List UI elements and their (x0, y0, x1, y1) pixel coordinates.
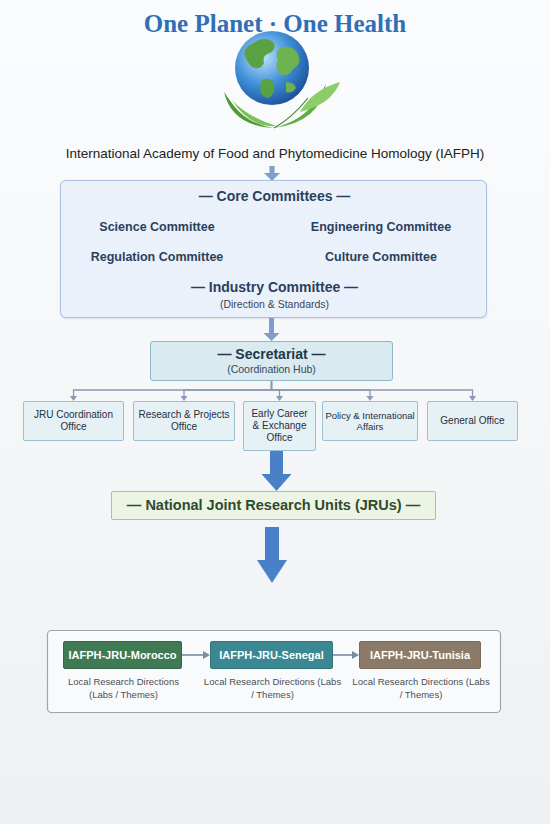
committee-name: Science Committee (61, 220, 253, 234)
unit-box: IAFPH-JRU-TunisiaLocal Research Directio… (359, 641, 481, 669)
committees-panel: — Core Committees — Science Committee Engi… (60, 180, 487, 318)
connector (272, 381, 477, 401)
box-title: General Office (440, 415, 504, 427)
arrow-head (203, 651, 210, 659)
connector (181, 381, 272, 401)
connector-line (333, 654, 353, 656)
office-box: JRU Coordination Office (23, 401, 124, 441)
connector-line (269, 318, 274, 334)
globe-illustration (235, 31, 309, 105)
unit-caption: Local Research Directions (Labs / Themes… (56, 675, 191, 701)
committee-name: Regulation Committee (61, 250, 253, 264)
connector (70, 381, 272, 401)
committee-name: Culture Committee (274, 250, 488, 264)
connector (264, 318, 280, 341)
unit-name: IAFPH-JRU-Tunisia (370, 649, 470, 661)
box-title: JRU Coordination Office (33, 409, 115, 433)
connector-line (272, 381, 280, 397)
header-arrow (264, 166, 280, 181)
connector-line (74, 381, 272, 397)
connector (333, 651, 359, 659)
office-box: Early Career & Exchange Office (243, 401, 316, 451)
unit-caption: Local Research Directions (Labs / Themes… (352, 675, 490, 701)
arrow-head (262, 474, 292, 491)
section-heading: — Core Committees — (61, 188, 488, 204)
arrow-head (352, 651, 359, 659)
connector-line (182, 654, 204, 656)
unit-caption: Local Research Directions (Labs / Themes… (203, 675, 342, 701)
connector (272, 381, 284, 401)
jru-group-frame (48, 631, 501, 713)
connector-line (272, 381, 473, 397)
arrow-head (264, 333, 280, 341)
organization-name: International Academy of Food and Phytom… (20, 146, 530, 161)
diagram-title: One Planet · One Health (0, 10, 550, 38)
leaf-illustration (224, 82, 340, 128)
hub-box: — Secretariat —(Coordination Hub) (150, 341, 393, 381)
box-title: Early Career & Exchange Office (249, 408, 311, 444)
office-box: Policy & International Affairs (322, 401, 418, 441)
connector (182, 651, 210, 659)
connector-line (270, 451, 283, 475)
box-title: Policy & International Affairs (324, 410, 416, 433)
committee-name: Engineering Committee (274, 220, 488, 234)
committee-name: — Industry Committee — (61, 279, 488, 295)
unit-name: IAFPH-JRU-Senegal (219, 649, 324, 661)
office-box: General Office (427, 401, 518, 441)
unit-box: IAFPH-JRU-MoroccoLocal Research Directio… (63, 641, 182, 669)
box-title: Research & Projects Office (138, 409, 230, 433)
unit-name: IAFPH-JRU-Morocco (68, 649, 176, 661)
connector-line (184, 381, 272, 397)
box-title: — National Joint Research Units (JRUs) — (127, 497, 420, 514)
box-subtitle: (Coordination Hub) (227, 363, 316, 376)
units-banner: — National Joint Research Units (JRUs) — (111, 491, 436, 520)
connector (272, 381, 374, 401)
big-down-arrow (257, 527, 287, 583)
connector (262, 451, 292, 491)
office-box: Research & Projects Office (133, 401, 235, 441)
connector-line (272, 381, 371, 397)
box-title: — Secretariat — (217, 346, 325, 363)
committee-note: (Direction & Standards) (61, 298, 488, 310)
unit-box: IAFPH-JRU-SenegalLocal Research Directio… (210, 641, 333, 669)
